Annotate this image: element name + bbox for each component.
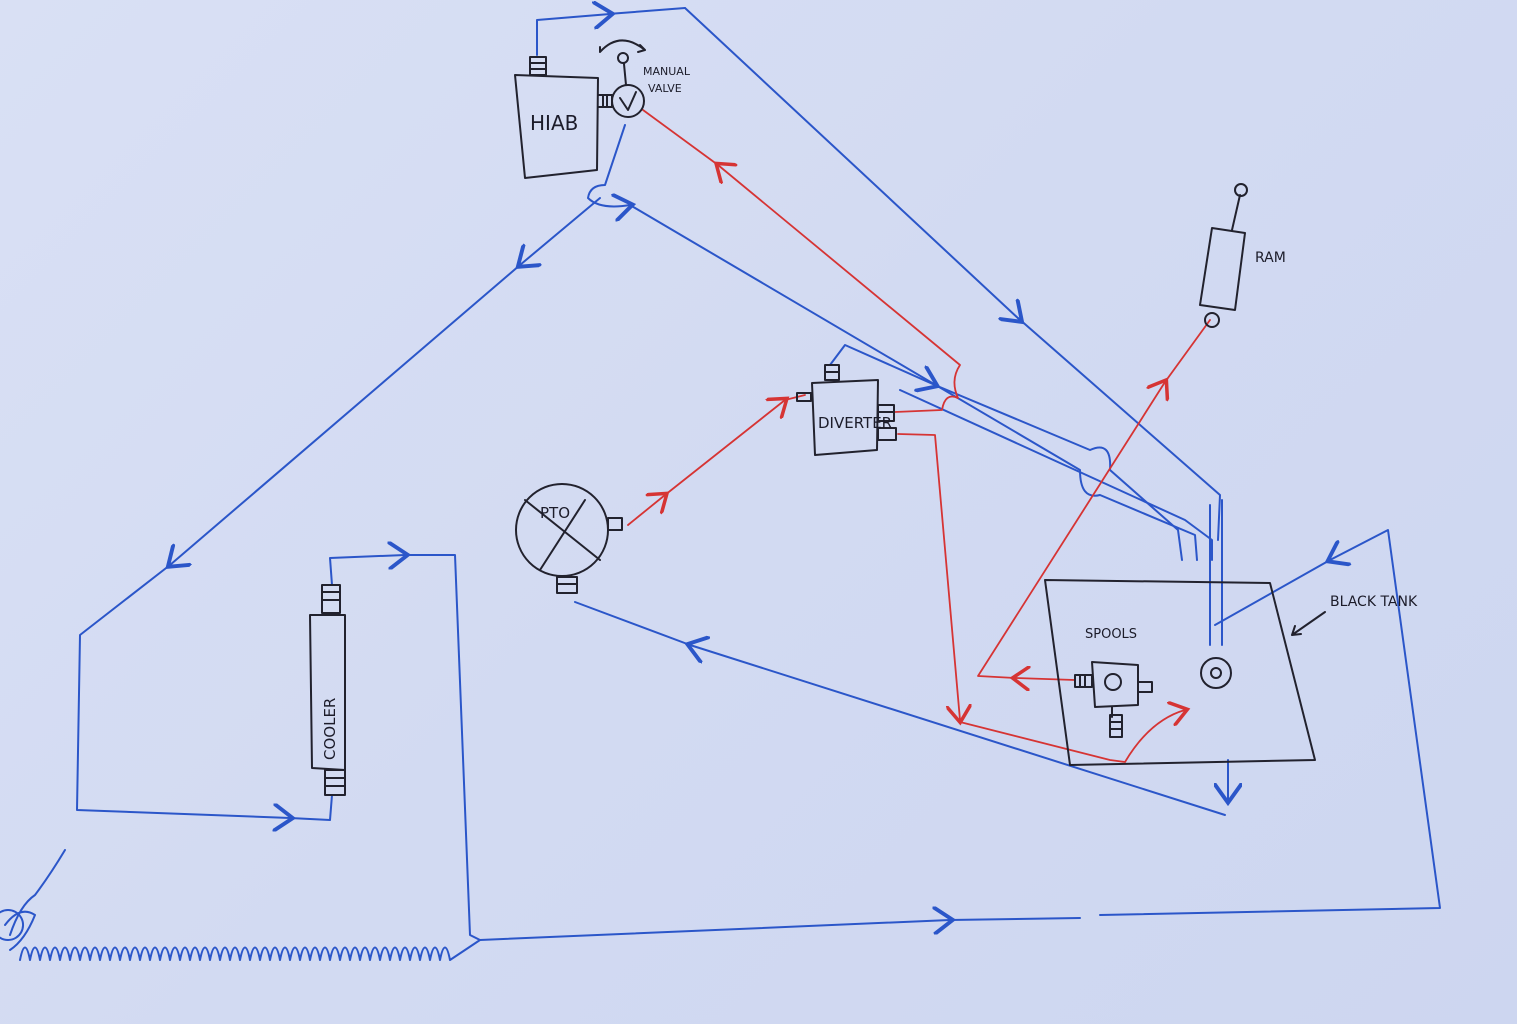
diverter-to-spools-line [897,433,960,720]
tank-label: BLACK TANK [1330,594,1418,610]
pto-label: PTO [540,504,570,522]
hiab: HIAB [514,56,613,179]
cooler-to-tank-line [329,555,405,586]
hiab-label: HIAB [530,111,578,135]
pto-return-line [690,645,1226,816]
rotate-arrow-icon [599,39,646,53]
ram-label: RAM [1255,250,1286,266]
return-coil [19,939,481,961]
pto-to-diverter-line [627,495,665,526]
valve-to-tank-line [587,124,630,206]
manual-valve-label: MANUAL [643,65,691,78]
black-tank: BLACK TANK [1044,579,1418,766]
ram: RAM [1199,183,1286,328]
cooler-label: COOLER [321,698,339,760]
diverter-return-line [829,344,935,385]
hiab-to-cooler-line [520,197,601,265]
pto: PTO [515,483,623,594]
hiab-top-line [536,14,610,56]
pressure-lines [627,109,1211,763]
spools-to-ram-line [1015,678,1076,680]
hiab-to-tank-line [684,7,1020,320]
manual-valve-label-2: VALVE [648,82,682,95]
spools-label: SPOOLS [1085,627,1137,642]
return-lines [0,7,1441,961]
diverter-label: DIVERTER [818,414,892,432]
diverter-to-valve-line [718,165,961,413]
diverter: DIVERTER [796,364,897,456]
cooler: COOLER [309,584,346,796]
spools[interactable]: SPOOLS [1074,627,1153,738]
manual-valve[interactable]: MANUAL VALVE [599,39,691,118]
